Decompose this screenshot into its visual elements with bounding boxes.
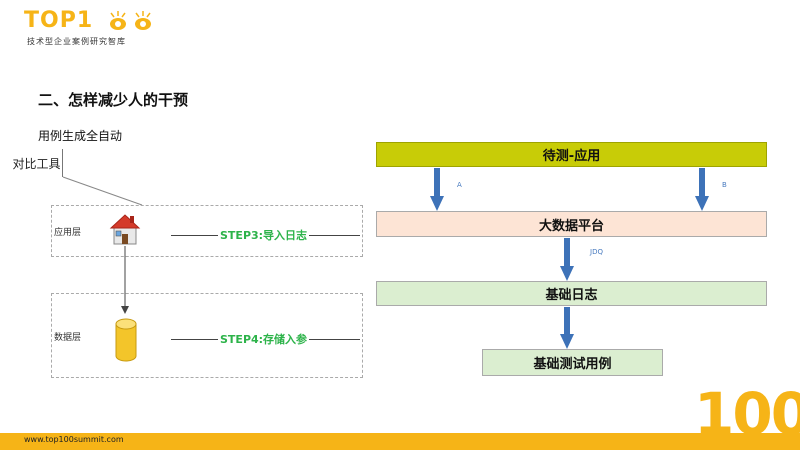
slide-subheading: 用例生成全自动 xyxy=(38,129,123,143)
arrow-jdq-label: JDQ xyxy=(590,248,603,256)
arrow-a-label: A xyxy=(457,181,462,189)
arrow-jdq-head xyxy=(560,266,574,281)
arrow-b-head xyxy=(695,196,709,211)
base-test-case-box: 基础测试用例 xyxy=(482,349,663,376)
slide-heading: 二、怎样减少人的干预 xyxy=(38,91,189,109)
arrow-a-shaft xyxy=(434,168,440,198)
arrow-a-head xyxy=(430,196,444,211)
footer-bar xyxy=(0,433,800,450)
database-icon xyxy=(115,318,137,362)
arrow-b-shaft xyxy=(699,168,705,198)
app-under-test-box: 待测-应用 xyxy=(376,142,767,167)
arrow-jdq-shaft xyxy=(564,238,570,267)
data-layer-panel xyxy=(51,293,363,378)
footer-url: www.top100summit.com xyxy=(24,435,124,444)
logo-wordmark: TOP1 xyxy=(24,8,94,33)
step4-label: STEP4:存储入参 xyxy=(218,331,310,347)
base-log-box: 基础日志 xyxy=(376,281,767,306)
app-layer-panel xyxy=(51,205,363,257)
arrow-case-shaft xyxy=(564,307,570,335)
big-data-platform-box: 大数据平台 xyxy=(376,211,767,237)
step3-label: STEP3:导入日志 xyxy=(218,227,310,243)
logo-eyes-icon xyxy=(110,11,151,30)
arrow-b-label: B xyxy=(722,181,727,189)
house-icon xyxy=(109,214,141,245)
app-layer-label: 应用层 xyxy=(54,228,82,238)
callout-label: 对比工具 xyxy=(11,149,63,177)
data-layer-label: 数据层 xyxy=(54,333,82,343)
arrow-case-head xyxy=(560,334,574,349)
logo-tagline: 技术型企业案例研究智库 xyxy=(27,37,126,46)
